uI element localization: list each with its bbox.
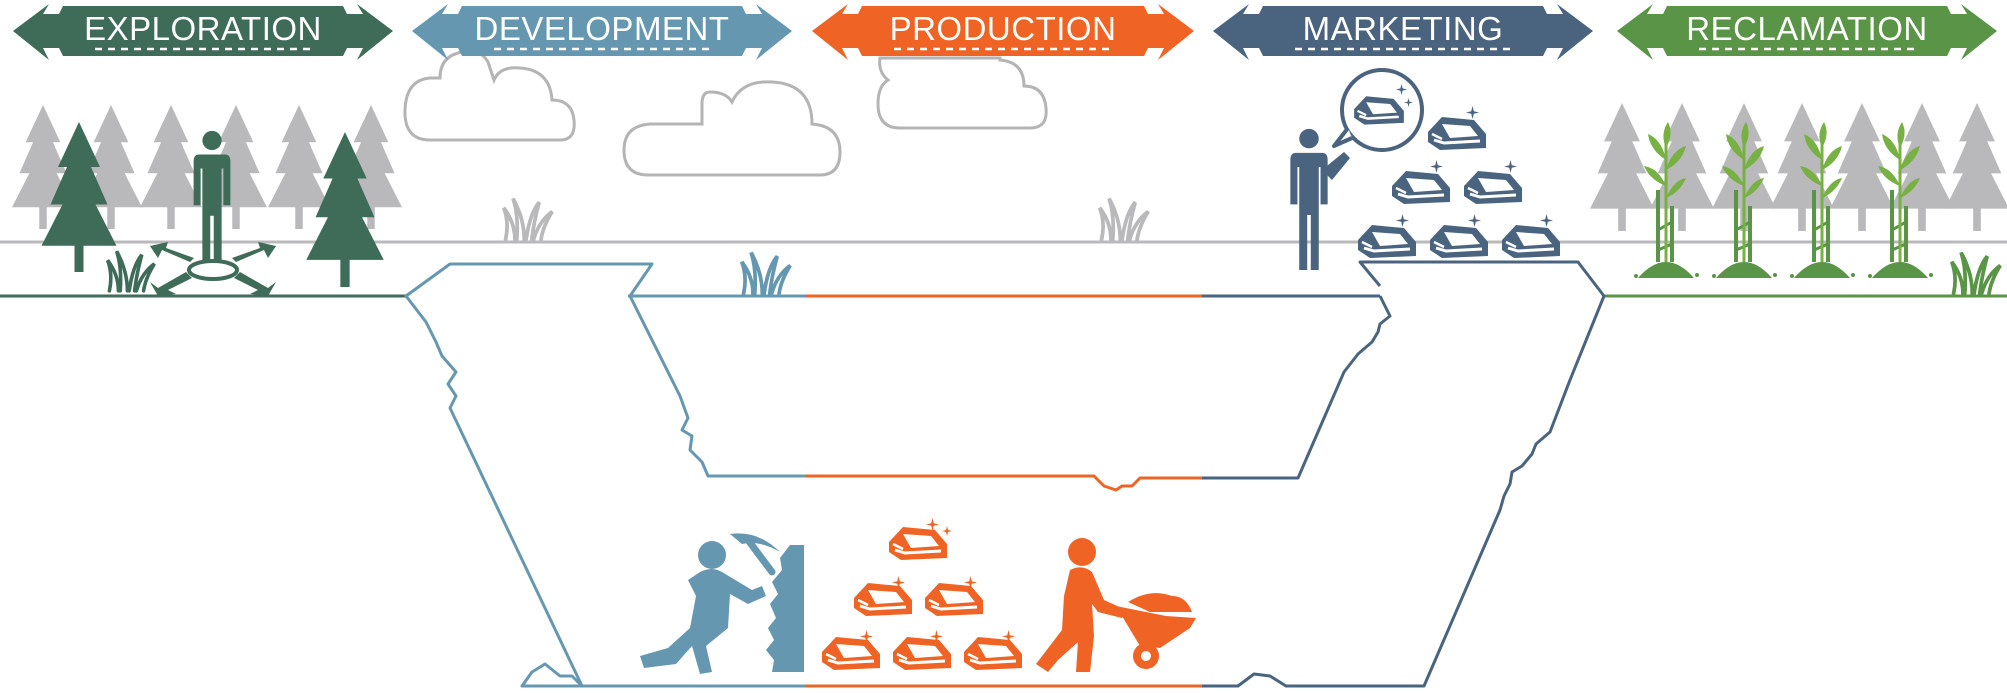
arrow-banner-icon bbox=[1617, 4, 1997, 60]
grass-icon bbox=[501, 196, 555, 242]
grass-icon bbox=[1097, 196, 1151, 242]
outer-pit-outline bbox=[404, 260, 1606, 688]
gold-bar-icon bbox=[1426, 115, 1488, 152]
stage-label-development: DEVELOPMENT bbox=[475, 10, 730, 47]
gold-bar-icon bbox=[1500, 223, 1562, 260]
sparkle-icon bbox=[1430, 160, 1443, 173]
gold-bar-icon bbox=[820, 635, 882, 672]
sapling-icon bbox=[1634, 122, 1699, 278]
gold-bar-icon bbox=[923, 581, 985, 618]
grass-icon bbox=[739, 250, 793, 296]
inner-pit-outline bbox=[628, 295, 1392, 492]
stage-banners: EXPLORATION DEVELOPMENT PRODUCTION MARKETIN… bbox=[13, 4, 1997, 60]
banner-exploration: EXPLORATION bbox=[13, 4, 393, 60]
sparkle-icon bbox=[1396, 214, 1409, 227]
sparkle-icon bbox=[926, 518, 939, 531]
arrow-banner-icon bbox=[13, 4, 393, 60]
gold-bar-icon bbox=[1356, 223, 1418, 260]
cloud-icon bbox=[876, 56, 1048, 130]
sparkle-icon bbox=[942, 526, 952, 536]
cloud-icon bbox=[622, 80, 842, 177]
miner-pickaxe-icon bbox=[640, 533, 804, 674]
sapling-icon bbox=[1868, 122, 1933, 278]
banner-development: DEVELOPMENT bbox=[412, 4, 792, 60]
person-icon bbox=[1290, 128, 1328, 270]
sparkle-icon bbox=[1540, 214, 1553, 227]
exploration-scene bbox=[41, 122, 384, 296]
stage-label-exploration: EXPLORATION bbox=[84, 10, 322, 47]
gold-bar-icon bbox=[1462, 169, 1524, 206]
wheelbarrow-worker-icon bbox=[1036, 538, 1196, 672]
grass-icon bbox=[1949, 250, 2003, 296]
gold-bar-icon bbox=[887, 525, 949, 562]
marketing-scene bbox=[1290, 68, 1562, 270]
sapling-icon bbox=[1712, 122, 1777, 278]
arrow-banner-icon bbox=[1213, 4, 1593, 60]
banner-production: PRODUCTION bbox=[812, 4, 1194, 60]
grass-icon bbox=[105, 249, 157, 293]
gold-bar-icon bbox=[1428, 223, 1490, 260]
speech-bubble-icon bbox=[1332, 68, 1424, 152]
cloud-icon bbox=[403, 49, 576, 142]
gold-bar-icon bbox=[1390, 169, 1452, 206]
production-scene bbox=[820, 518, 1196, 672]
reclamation-scene bbox=[1634, 122, 1933, 278]
sparkle-icon bbox=[1468, 214, 1481, 227]
arrow-banner-icon bbox=[812, 4, 1194, 60]
banner-marketing: MARKETING bbox=[1213, 4, 1593, 60]
sapling-icon bbox=[1790, 122, 1855, 278]
stage-label-reclamation: RECLAMATION bbox=[1686, 10, 1927, 47]
stage-label-marketing: MARKETING bbox=[1303, 10, 1504, 47]
gold-bar-icon bbox=[962, 635, 1024, 672]
sparkle-icon bbox=[1504, 160, 1517, 173]
arrow-banner-icon bbox=[412, 4, 792, 60]
gold-bar-icon bbox=[852, 581, 914, 618]
compass-arrows-icon bbox=[150, 242, 276, 296]
raised-hand bbox=[1322, 152, 1350, 180]
development-scene bbox=[640, 250, 804, 674]
stage-label-production: PRODUCTION bbox=[890, 10, 1117, 47]
banner-reclamation: RECLAMATION bbox=[1617, 4, 1997, 60]
gold-bar-icon bbox=[891, 635, 953, 672]
sparkle-icon bbox=[1466, 106, 1479, 119]
background-forest-right bbox=[1590, 103, 2007, 231]
